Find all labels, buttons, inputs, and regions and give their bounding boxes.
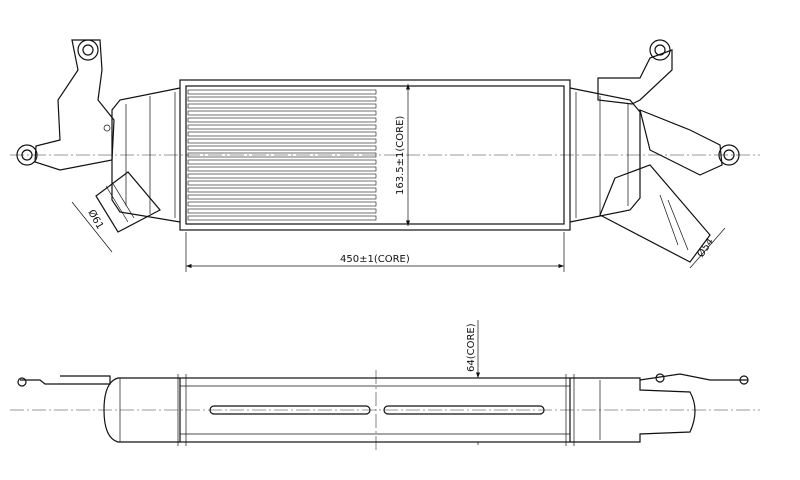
outlet-pipe-bead xyxy=(659,194,689,251)
fin-tube xyxy=(187,131,377,137)
side-view: 64(CORE) xyxy=(10,320,760,450)
bolt-hole xyxy=(21,149,33,161)
bolt-hole xyxy=(82,44,94,56)
left-header-plates xyxy=(119,374,187,446)
fin-tube xyxy=(187,138,377,144)
bolt-icon xyxy=(655,373,665,383)
slot xyxy=(209,405,371,415)
fin-tube xyxy=(187,194,377,200)
fin-tube xyxy=(187,124,377,130)
bolt-icon xyxy=(739,375,749,385)
bolt-icon xyxy=(649,39,671,61)
bolt-icon xyxy=(17,377,27,387)
fin-tube xyxy=(187,89,377,95)
core-fins xyxy=(187,89,377,221)
right-bracket-upper xyxy=(597,49,673,105)
fin-tube xyxy=(187,96,377,102)
right-tank xyxy=(569,87,641,223)
core-frame xyxy=(179,79,571,231)
inlet-diameter-label: Ø61 xyxy=(85,208,106,232)
right-tank-ribs xyxy=(575,92,629,218)
bolt-hole xyxy=(654,44,666,56)
rivet xyxy=(103,124,111,132)
fin-tube xyxy=(187,173,377,179)
fin-tube xyxy=(187,103,377,109)
fin-tube xyxy=(187,187,377,193)
top-view: 163.5±1(CORE) 450±1(CORE) Ø61 Ø54 xyxy=(10,39,760,272)
right-tank-side xyxy=(570,377,696,443)
core-thickness-label: 64(CORE) xyxy=(466,323,477,372)
fin-tube xyxy=(187,201,377,207)
fin-tube xyxy=(187,159,377,165)
bolt-icon xyxy=(16,144,38,166)
bolt-icon xyxy=(77,39,99,61)
left-bracket-side xyxy=(20,375,111,385)
bolt-icon xyxy=(718,144,740,166)
core-side xyxy=(179,377,571,443)
left-tank-ribs xyxy=(125,92,176,218)
fin-tube xyxy=(187,180,377,186)
fin-tube xyxy=(187,145,377,151)
core-inner-frame xyxy=(185,85,565,225)
outlet-diameter-label: Ø54 xyxy=(695,236,717,260)
right-bracket-lower xyxy=(639,109,723,176)
core-height-label: 163.5±1(CORE) xyxy=(395,116,406,195)
right-header-plates xyxy=(565,374,601,446)
fin-tube xyxy=(187,110,377,116)
left-bracket xyxy=(34,39,115,171)
fin-tube xyxy=(187,208,377,214)
inlet-diameter-dimension-line xyxy=(71,201,113,253)
outlet-diameter-dimension-line xyxy=(689,227,726,269)
outlet-pipe xyxy=(599,164,711,263)
bolt-hole xyxy=(723,149,735,161)
inlet-pipe-bead xyxy=(105,181,135,223)
core-width-label: 450±1(CORE) xyxy=(340,254,410,265)
right-bracket-side xyxy=(639,373,748,381)
inlet-pipe xyxy=(95,171,161,233)
fin-tube xyxy=(187,117,377,123)
fin-tube xyxy=(187,215,377,221)
left-tank-side xyxy=(103,377,180,443)
fin-tube xyxy=(187,152,377,158)
slot xyxy=(383,405,545,415)
fin-tube xyxy=(187,166,377,172)
